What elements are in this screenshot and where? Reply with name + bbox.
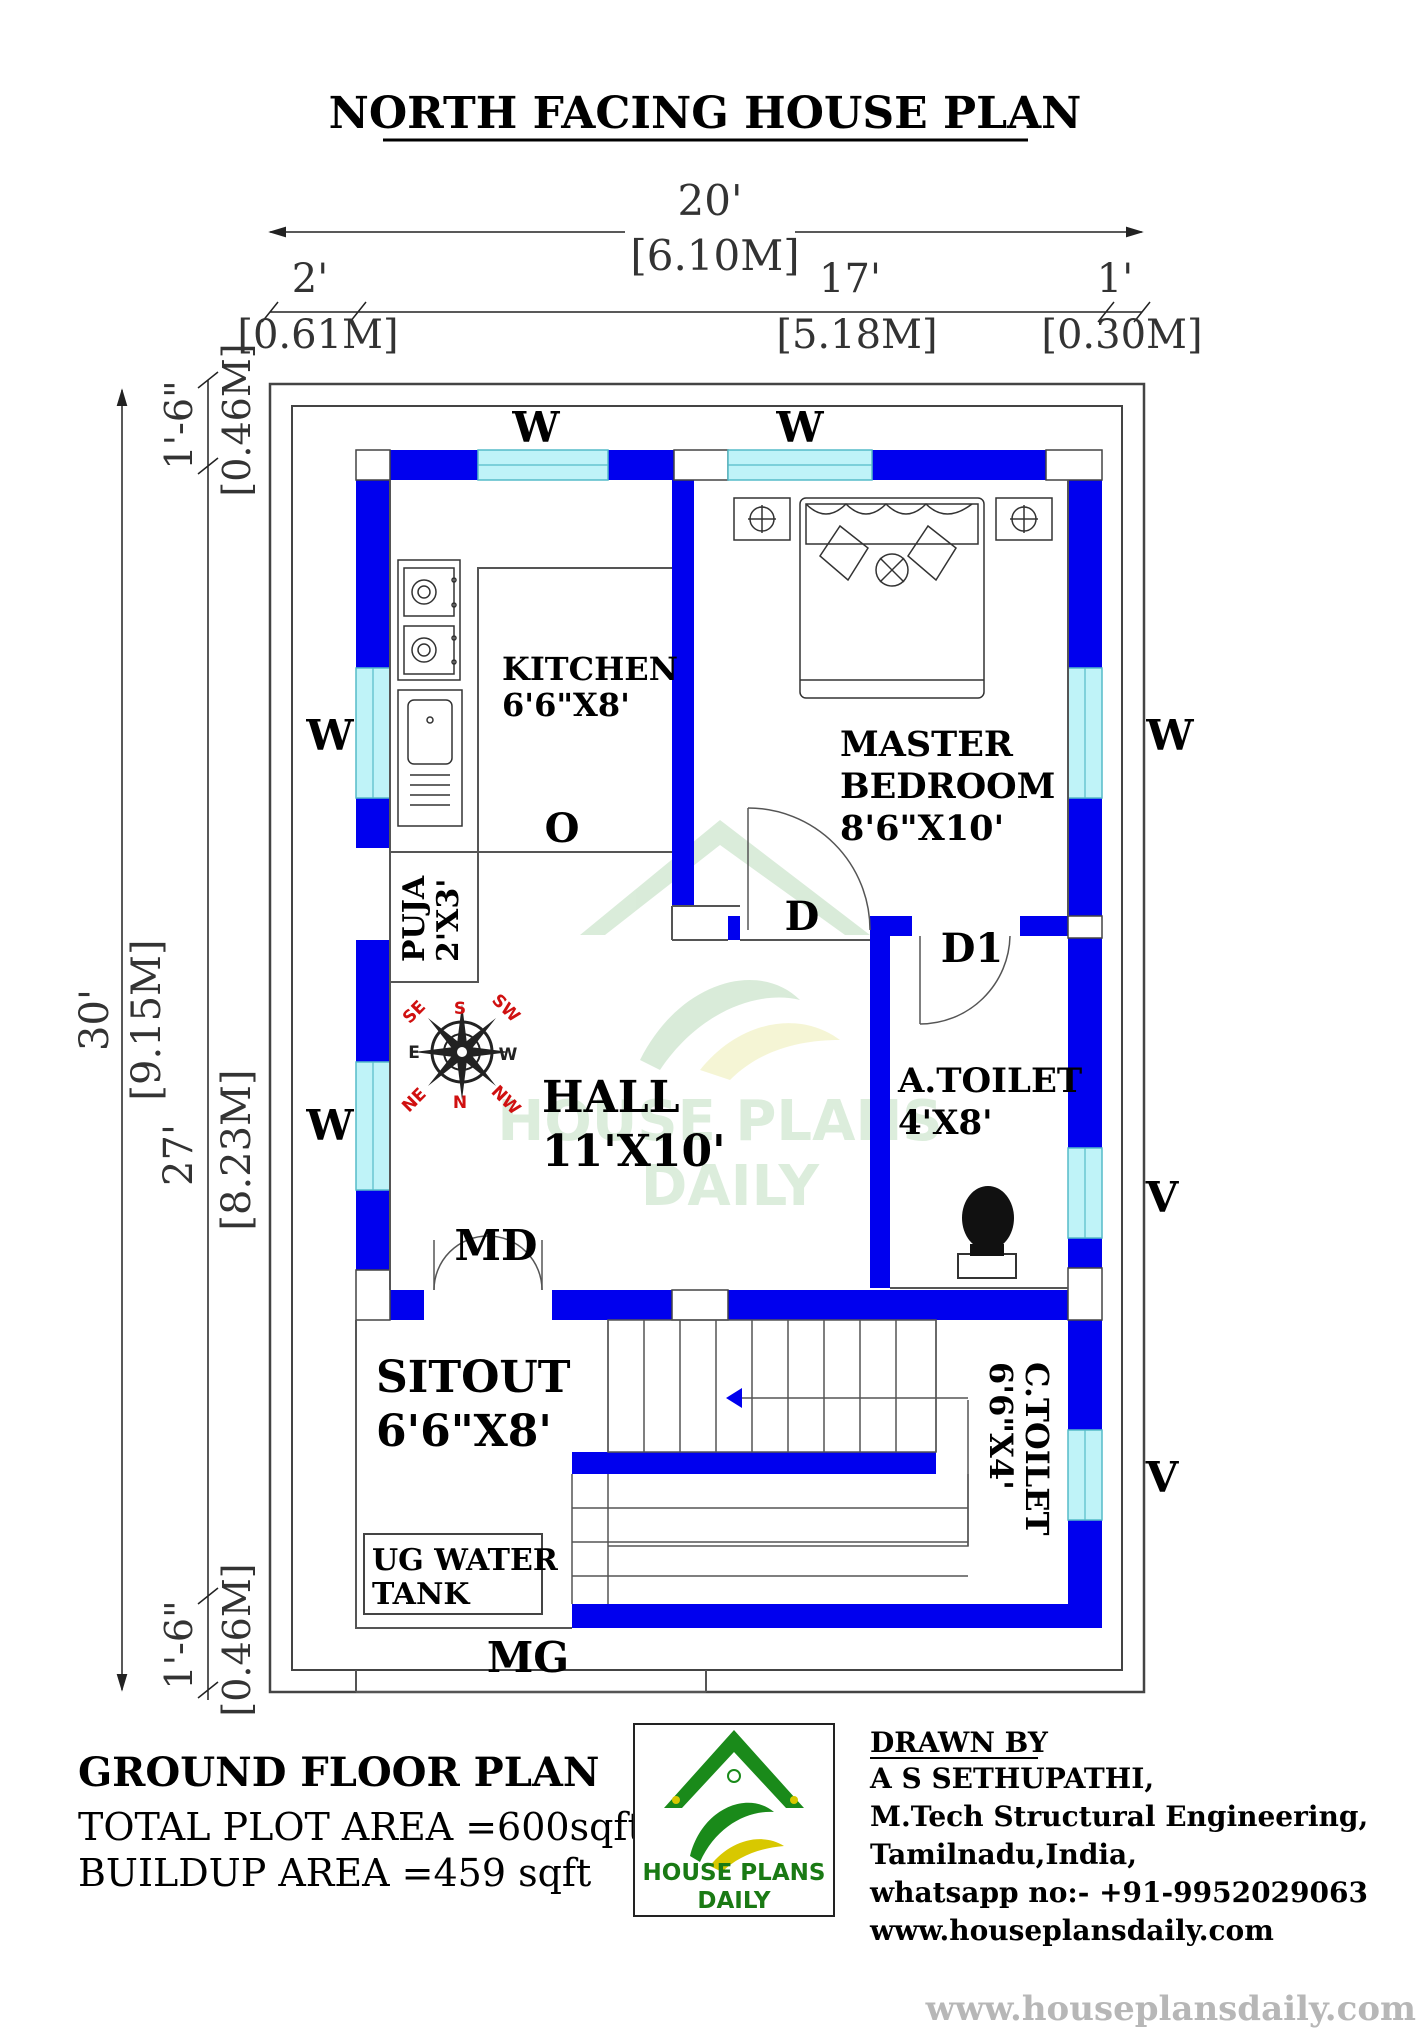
left-dimensions: 30' [9.15M] 1'-6" [0.46M] 27' [8.23M] 1'…	[72, 343, 260, 1716]
master-size: 8'6"X10'	[840, 808, 1004, 849]
nightstand-left-icon	[733, 497, 791, 541]
buildup-area: BUILDUP AREA =459 sqft	[78, 1851, 591, 1895]
master-name1: MASTER	[840, 724, 1014, 765]
tick-2	[349, 301, 367, 323]
window-label-left-lower: W	[305, 1101, 354, 1150]
window-label-top-right: W	[775, 403, 824, 452]
watermark-logo	[580, 820, 870, 1080]
stair-arrow-icon	[726, 1388, 742, 1408]
tick-4	[1133, 301, 1151, 323]
hall-name: HALL	[542, 1072, 680, 1123]
hall-size: 11'X10'	[542, 1126, 726, 1177]
door1-label: D1	[941, 925, 1004, 972]
middle-width-ft: 17'	[819, 256, 881, 302]
whatsapp: whatsapp no:- +91-9952029063	[869, 1876, 1368, 1909]
tick-top-b	[197, 457, 219, 475]
website: www.houseplansdaily.com	[869, 1914, 1274, 1947]
plot-boundary-outer	[268, 382, 1146, 1694]
inner-depth-m: [8.23M]	[214, 1069, 260, 1230]
compass-icon	[414, 1004, 510, 1100]
plot-area: TOTAL PLOT AREA =600sqft	[78, 1805, 643, 1849]
stove-icon	[397, 559, 461, 681]
atoilet-size: 4'X8'	[898, 1103, 993, 1143]
watermark-url: www.houseplansdaily.com	[925, 1989, 1416, 2029]
nightstand-right-icon	[995, 497, 1053, 541]
staircase	[571, 1319, 969, 1604]
ug-tank-box	[363, 1533, 543, 1615]
watermark-line2: DAILY	[641, 1154, 821, 1219]
compass-e: E	[408, 1043, 420, 1063]
compass-w: W	[499, 1045, 518, 1065]
tick-bot-b	[197, 1681, 219, 1699]
compass-se: SE	[399, 997, 430, 1028]
logo-icon	[664, 1730, 804, 1872]
right-offset-m: [0.30M]	[1041, 312, 1202, 358]
inner-depth-ft: 27'	[156, 1124, 202, 1186]
overall-width-ft: 20'	[678, 176, 743, 225]
left-offset-ft: 2'	[292, 256, 328, 302]
atoilet-name: A.TOILET	[897, 1061, 1082, 1101]
kitchen-name: KITCHEN	[502, 650, 678, 688]
tick-bot-a	[197, 1587, 219, 1605]
tick-1	[261, 301, 279, 323]
puja-name: PUJA	[397, 875, 432, 962]
sitout-size: 6'6"X8'	[376, 1406, 552, 1457]
ventilator-label-lower: V	[1145, 1453, 1180, 1502]
main-door-label: MD	[455, 1221, 538, 1270]
overall-width-m: [6.10M]	[630, 231, 799, 280]
window-label-left-upper: W	[305, 711, 354, 760]
degree: M.Tech Structural Engineering,	[870, 1800, 1368, 1833]
ugtank-line2: TANK	[372, 1577, 470, 1612]
master-name2: BEDROOM	[840, 766, 1055, 807]
puja-size: 2'X3'	[431, 879, 466, 962]
window-label-top-left: W	[511, 403, 560, 452]
top-offset-m: [0.46M]	[215, 343, 259, 496]
ctoilet-name: C.TOILET	[1018, 1362, 1056, 1536]
doors	[355, 807, 1011, 1692]
right-offset-ft: 1'	[1097, 256, 1133, 302]
plan-name: GROUND FLOOR PLAN	[78, 1749, 599, 1796]
compass-n: N	[453, 1093, 467, 1113]
ugtank-line1: UG WATER	[372, 1543, 559, 1578]
ctoilet-size: 6'6"X4'	[982, 1362, 1020, 1490]
opening-label: O	[545, 805, 580, 852]
watermark-line1: HOUSE PLANS	[497, 1089, 942, 1154]
sitout-name: SITOUT	[376, 1352, 571, 1403]
bed-icon	[799, 497, 985, 699]
overall-depth-m: [9.15M]	[124, 939, 170, 1100]
ventilator-label-upper: V	[1145, 1173, 1180, 1222]
overall-depth-ft: 30'	[72, 989, 118, 1051]
compass-s: S	[454, 999, 466, 1019]
logo-line2: DAILY	[697, 1888, 771, 1914]
page-title: NORTH FACING HOUSE PLAN	[329, 88, 1082, 139]
tick-top-a	[197, 371, 219, 389]
sink-icon	[397, 689, 463, 827]
kitchen-size: 6'6"X8'	[502, 686, 630, 724]
left-offset-m: [0.61M]	[237, 312, 398, 358]
bottom-offset-ft: 1'-6"	[157, 1600, 201, 1689]
location: Tamilnadu,India,	[870, 1838, 1137, 1871]
door-label: D	[785, 893, 820, 940]
tick-3	[1097, 301, 1115, 323]
top-dimensions: 20' [6.10M] 2' [0.61M] 17' [5.18M] 1' [0…	[237, 176, 1202, 358]
columns	[355, 449, 1103, 1321]
window-label-right: W	[1145, 711, 1194, 760]
author: A S SETHUPATHI,	[869, 1762, 1154, 1795]
top-offset-ft: 1'-6"	[157, 380, 201, 469]
logo-line1: HOUSE PLANS	[643, 1860, 826, 1886]
bottom-offset-m: [0.46M]	[215, 1563, 259, 1716]
interior-lines	[355, 480, 1069, 1693]
main-gate-label: MG	[487, 1633, 569, 1682]
compass-ne: NE	[398, 1084, 430, 1116]
drawn-by: DRAWN BY	[870, 1726, 1049, 1759]
window-mullions	[372, 464, 1086, 1520]
middle-width-m: [5.18M]	[776, 312, 937, 358]
toilet-icon	[957, 1186, 1017, 1279]
